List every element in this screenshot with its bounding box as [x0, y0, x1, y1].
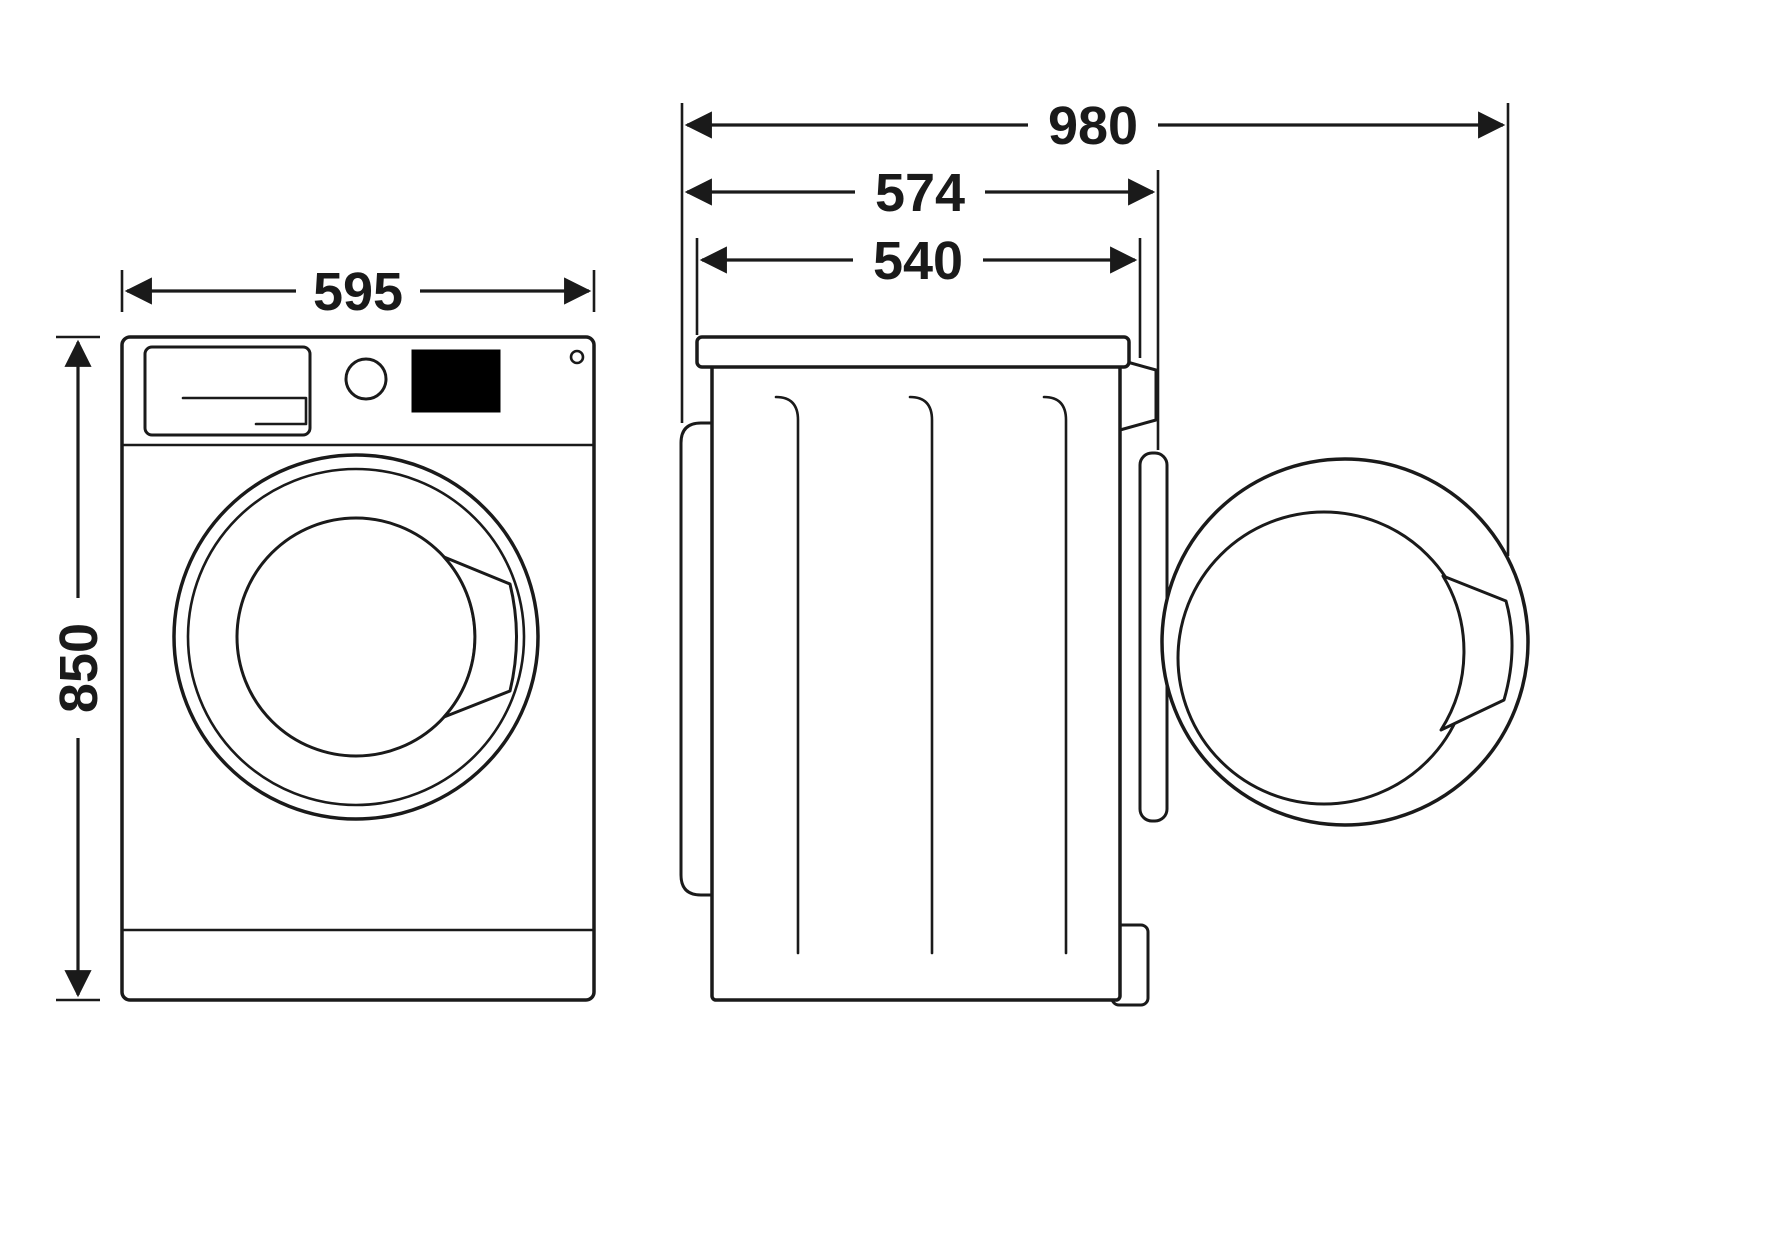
front-door-inner-ring: [186, 467, 526, 807]
dim-label-bg-side-574: [855, 162, 985, 222]
dimension-side-540: 540: [695, 230, 1142, 358]
open-door-glass: [1176, 510, 1472, 806]
dimension-side-980: 980: [680, 95, 1510, 556]
detergent-drawer-handle: [181, 396, 308, 426]
dim-label-bg-side-540: [853, 230, 983, 290]
dim-label-front-width: 595: [313, 262, 403, 322]
dim-label-bg-side-980: [1028, 95, 1158, 155]
open-door-handle: [1439, 574, 1514, 732]
side-rear-bulge: [679, 421, 714, 897]
front-view: [120, 335, 596, 1002]
side-top-lid: [695, 335, 1131, 369]
dimension-front-height: 850: [49, 335, 109, 1002]
dim-label-front-height: 850: [49, 623, 109, 713]
dimension-side-574: 574: [684, 162, 1160, 450]
side-groove-1: [774, 395, 800, 955]
side-body-outline: [710, 363, 1122, 1002]
dim-label-side-574: 574: [875, 163, 965, 223]
program-knob: [344, 357, 388, 401]
side-groove-3: [1042, 395, 1068, 955]
side-groove-2: [908, 395, 934, 955]
front-door-glass: [235, 516, 477, 758]
dim-label-side-980: 980: [1048, 96, 1138, 156]
dim-label-bg-front-height: [50, 598, 106, 738]
dim-label-bg-front-width: [296, 260, 420, 320]
display-panel: [411, 349, 501, 413]
front-door-handle: [442, 555, 518, 719]
side-view: [679, 335, 1530, 1007]
dim-label-side-540: 540: [873, 231, 963, 291]
power-indicator: [569, 349, 585, 365]
side-hinge-block: [1118, 358, 1158, 432]
detergent-drawer: [143, 345, 312, 437]
dimension-front-width: 595: [120, 260, 596, 322]
